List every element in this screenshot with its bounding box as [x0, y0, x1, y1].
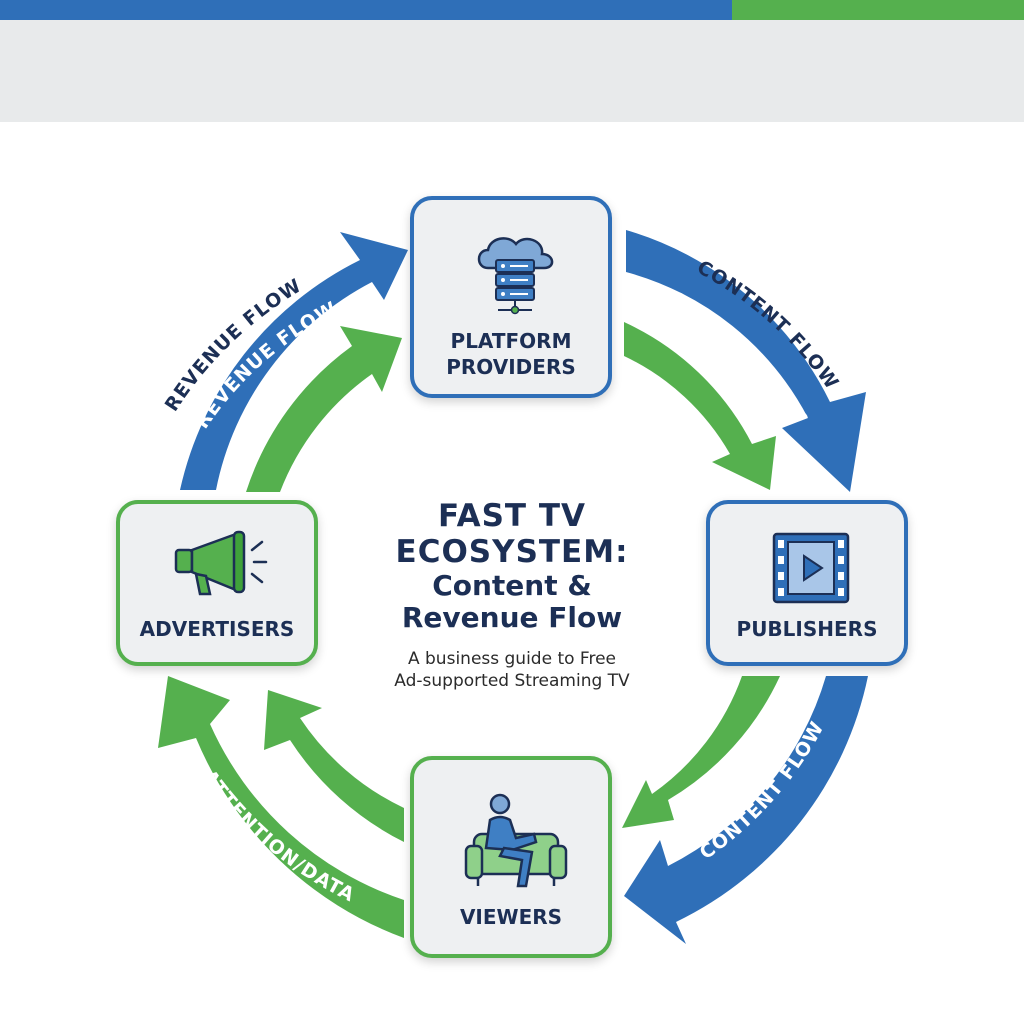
- top-accent-bar: [0, 0, 1024, 20]
- title-line-1: FAST TV: [437, 498, 586, 534]
- node-viewers: VIEWERS: [410, 756, 612, 958]
- subtitle-line-2: Ad-supported Streaming TV: [394, 671, 630, 691]
- subtitle-line-1: A business guide to Free: [407, 649, 617, 669]
- title-line-2: ECOSYSTEM:: [395, 534, 629, 570]
- node-label: PUBLISHERS: [736, 617, 878, 641]
- node-platform-providers: PLATFORM PROVIDERS: [410, 196, 612, 398]
- revenue-flow-outer-arrow: [180, 232, 408, 490]
- attention-data-inner-arrow: [264, 690, 404, 842]
- content-flow-outer-arrow: [626, 230, 866, 492]
- top-accent-blue: [0, 0, 732, 20]
- node-label: ADVERTISERS: [139, 617, 295, 641]
- diagram-title: FAST TV ECOSYSTEM: Content & Revenue Flo…: [332, 498, 692, 634]
- header-band: [0, 20, 1024, 122]
- node-advertisers: ADVERTISERS: [116, 500, 318, 666]
- title-line-4: Revenue Flow: [401, 601, 623, 634]
- person-couch-icon: [464, 793, 568, 888]
- diagram-subtitle: A business guide to Free Ad-supported St…: [332, 648, 692, 692]
- title-line-3: Content &: [432, 569, 592, 602]
- publishers-to-viewers-arrow: [622, 676, 780, 828]
- content-flow-inner-arrow: [624, 322, 776, 490]
- film-play-icon: [772, 532, 850, 604]
- content-flow-bottom-arrow: [624, 676, 868, 944]
- revenue-flow-inner-arrow: [246, 326, 402, 492]
- top-accent-green: [732, 0, 1024, 20]
- megaphone-icon: [174, 530, 268, 596]
- attention-data-outer-arrow: [158, 676, 404, 938]
- cloud-server-icon: [477, 237, 554, 315]
- node-publishers: PUBLISHERS: [706, 500, 908, 666]
- node-label: PLATFORM PROVIDERS: [446, 329, 576, 379]
- node-label: VIEWERS: [459, 905, 563, 929]
